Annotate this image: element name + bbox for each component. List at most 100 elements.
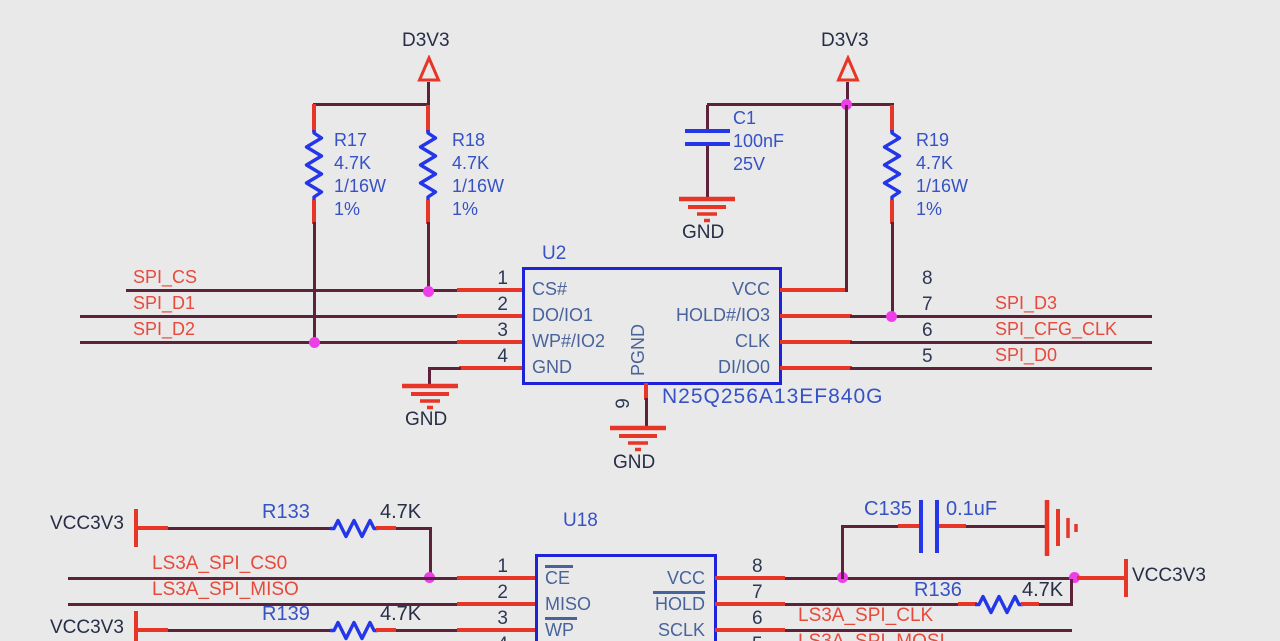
wire[interactable] xyxy=(428,367,431,384)
wire[interactable] xyxy=(427,222,430,292)
wire[interactable] xyxy=(846,82,849,105)
resistor-ref[interactable]: R133 xyxy=(262,501,310,523)
power-label-vcc3v3[interactable]: VCC3V3 xyxy=(50,617,124,638)
resistor-lead xyxy=(958,602,977,606)
chip-part-number[interactable]: N25Q256A13EF840G xyxy=(662,385,884,408)
wire[interactable] xyxy=(429,527,432,580)
resistor-value[interactable]: 4.7K xyxy=(380,603,422,625)
capacitor-ref[interactable]: C135 xyxy=(864,498,912,520)
net-label-ls3a-spi-mosi[interactable]: LS3A_SPI_MOSI xyxy=(798,632,945,641)
wire-vcc[interactable] xyxy=(845,105,848,292)
chip-u2[interactable] xyxy=(522,267,782,385)
capacitor-voltage[interactable]: 25V xyxy=(733,154,766,174)
resistor-lead xyxy=(376,526,396,530)
resistor-value[interactable]: 4.7K xyxy=(1022,579,1064,601)
wire[interactable] xyxy=(1070,579,1073,605)
resistor-ref[interactable]: R19 xyxy=(916,130,950,150)
resistor-power[interactable]: 1/16W xyxy=(916,176,969,196)
pin-name: VCC xyxy=(731,279,770,299)
net-label-ls3a-spi-clk[interactable]: LS3A_SPI_CLK xyxy=(798,605,934,626)
pin-number: 2 xyxy=(497,582,508,603)
resistor-value[interactable]: 4.7K xyxy=(380,501,422,523)
wire-ls3a-spi-miso[interactable] xyxy=(68,603,457,606)
resistor-value[interactable]: 4.7K xyxy=(916,153,954,173)
wire-vcc3v3[interactable] xyxy=(785,577,1077,580)
chip-u18[interactable] xyxy=(535,554,717,641)
net-label-ls3a-spi-cs0[interactable]: LS3A_SPI_CS0 xyxy=(152,553,288,574)
resistor-r17[interactable] xyxy=(304,130,324,202)
wire[interactable] xyxy=(168,629,332,632)
net-label-spi-d0[interactable]: SPI_D0 xyxy=(995,345,1058,365)
pin-number: 5 xyxy=(922,346,933,367)
wire[interactable] xyxy=(313,103,430,106)
wire-spi-d1[interactable] xyxy=(80,315,457,318)
resistor-ref[interactable]: R17 xyxy=(334,130,368,150)
resistor-r18[interactable] xyxy=(418,130,438,202)
wire[interactable] xyxy=(785,603,960,606)
wire-spi-d2[interactable] xyxy=(80,341,457,344)
wire[interactable] xyxy=(841,526,844,579)
wire[interactable] xyxy=(841,525,898,528)
resistor-value[interactable]: 4.7K xyxy=(452,153,490,173)
resistor-ref[interactable]: R139 xyxy=(262,603,310,625)
power-label-d3v3-right[interactable]: D3V3 xyxy=(821,30,869,51)
net-label-spi-cs[interactable]: SPI_CS xyxy=(133,267,198,287)
net-label-spi-d2[interactable]: SPI_D2 xyxy=(133,319,196,339)
gnd-symbol-icon[interactable] xyxy=(677,196,737,224)
wire-ls3a-spi-cs0[interactable] xyxy=(68,577,457,580)
wire[interactable] xyxy=(168,527,332,530)
net-label-spi-d3[interactable]: SPI_D3 xyxy=(995,293,1058,313)
power-label-vcc3v3[interactable]: VCC3V3 xyxy=(50,513,124,534)
resistor-value[interactable]: 4.7K xyxy=(334,153,372,173)
gnd-symbol-icon[interactable] xyxy=(608,425,668,453)
wire[interactable] xyxy=(396,629,457,632)
resistor-power[interactable]: 1/16W xyxy=(334,176,387,196)
wire[interactable] xyxy=(966,525,1046,528)
net-label-spi-cfg-clk[interactable]: SPI_CFG_CLK xyxy=(995,319,1118,339)
pin-number: 8 xyxy=(752,556,763,577)
wire[interactable] xyxy=(707,103,894,106)
wire[interactable] xyxy=(396,527,432,530)
net-label-ls3a-spi-miso[interactable]: LS3A_SPI_MISO xyxy=(152,579,299,600)
capacitor-c1[interactable] xyxy=(685,142,730,146)
wire[interactable] xyxy=(313,222,316,343)
gnd-label: GND xyxy=(682,222,725,243)
resistor-power[interactable]: 1/16W xyxy=(452,176,505,196)
net-label-spi-d1[interactable]: SPI_D1 xyxy=(133,293,196,313)
wire[interactable] xyxy=(706,105,709,130)
chip-designator[interactable]: U18 xyxy=(563,510,598,531)
wire[interactable] xyxy=(706,146,709,197)
wire[interactable] xyxy=(427,82,430,105)
wire[interactable] xyxy=(428,367,461,370)
wire-ls3a-spi-clk[interactable] xyxy=(785,629,1072,632)
capacitor-value[interactable]: 100nF xyxy=(733,131,785,151)
wire-spi-d3[interactable] xyxy=(850,315,1152,318)
resistor-r136[interactable] xyxy=(975,594,1023,615)
resistor-tolerance[interactable]: 1% xyxy=(916,199,943,219)
resistor-r133[interactable] xyxy=(330,518,378,539)
chip-designator[interactable]: U2 xyxy=(542,243,567,264)
gnd-symbol-icon[interactable] xyxy=(400,383,460,411)
resistor-tolerance[interactable]: 1% xyxy=(334,199,361,219)
capacitor-c1[interactable] xyxy=(685,129,730,133)
resistor-ref[interactable]: R136 xyxy=(914,579,962,601)
resistor-tolerance[interactable]: 1% xyxy=(452,199,479,219)
wire-spi-d0[interactable] xyxy=(850,367,1152,370)
wire[interactable] xyxy=(645,398,648,426)
wire-spi-cs[interactable] xyxy=(126,289,457,292)
power-label-d3v3-left[interactable]: D3V3 xyxy=(402,30,450,51)
wire-spi-cfg-clk[interactable] xyxy=(850,341,1152,344)
capacitor-ref[interactable]: C1 xyxy=(733,108,757,128)
power-triangle-icon[interactable] xyxy=(417,55,441,83)
gnd-symbol-icon[interactable] xyxy=(1044,498,1080,558)
resistor-r139[interactable] xyxy=(330,620,378,641)
wire[interactable] xyxy=(1039,603,1073,606)
wire[interactable] xyxy=(891,222,894,318)
capacitor-c135[interactable] xyxy=(935,500,939,553)
capacitor-value[interactable]: 0.1uF xyxy=(946,498,998,520)
capacitor-c135[interactable] xyxy=(919,500,923,553)
power-triangle-icon[interactable] xyxy=(836,55,860,83)
power-label-vcc3v3[interactable]: VCC3V3 xyxy=(1132,565,1206,586)
resistor-r19[interactable] xyxy=(882,130,902,202)
resistor-ref[interactable]: R18 xyxy=(452,130,486,150)
